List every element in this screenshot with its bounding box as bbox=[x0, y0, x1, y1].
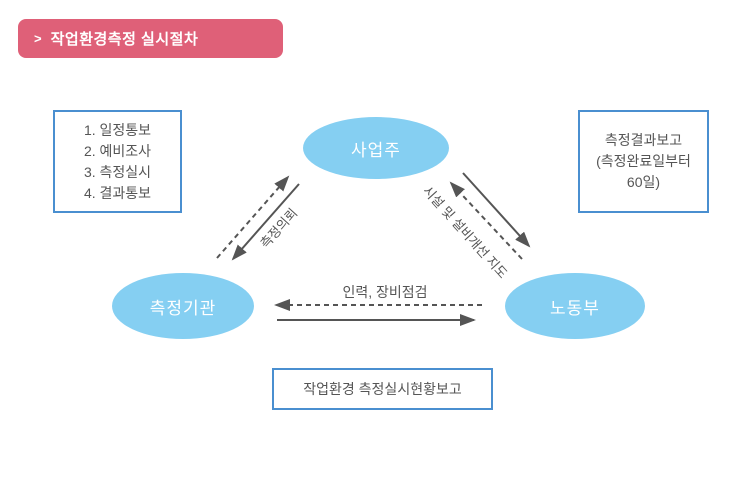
procedure-step-4: 4. 결과통보 bbox=[83, 184, 152, 201]
edge-label-personnel-equipment-check: 인력, 장비점검 bbox=[342, 284, 428, 300]
procedure-step-1: 1. 일정통보 bbox=[83, 121, 152, 138]
chevron-right-icon: > bbox=[34, 31, 42, 46]
result-report-box: 측정결과보고 (측정완료일부터 60일) bbox=[578, 110, 709, 213]
procedure-step-3: 3. 측정실시 bbox=[83, 163, 152, 180]
edge-label-facility-guidance: 시설 및 설비개선 지도 bbox=[420, 183, 511, 282]
edge-label-measurement-request: 측정의뢰 bbox=[257, 205, 301, 251]
node-labor-ministry: 노동부 bbox=[505, 273, 645, 339]
node-measurement-agency: 측정기관 bbox=[112, 273, 254, 339]
result-report-line-3: 60일) bbox=[626, 174, 661, 190]
result-report-line-1: 측정결과보고 bbox=[604, 132, 683, 148]
title-banner: > 작업환경측정 실시절차 bbox=[18, 19, 283, 58]
page-title: 작업환경측정 실시절차 bbox=[50, 31, 199, 48]
procedure-step-2: 2. 예비조사 bbox=[83, 142, 152, 159]
node-employer: 사업주 bbox=[303, 117, 449, 179]
status-report-box: 작업환경 측정실시현황보고 bbox=[272, 368, 493, 410]
procedure-steps-box: 1. 일정통보 2. 예비조사 3. 측정실시 4. 결과통보 bbox=[53, 110, 182, 213]
result-report-line-2: (측정완료일부터 bbox=[596, 153, 691, 169]
